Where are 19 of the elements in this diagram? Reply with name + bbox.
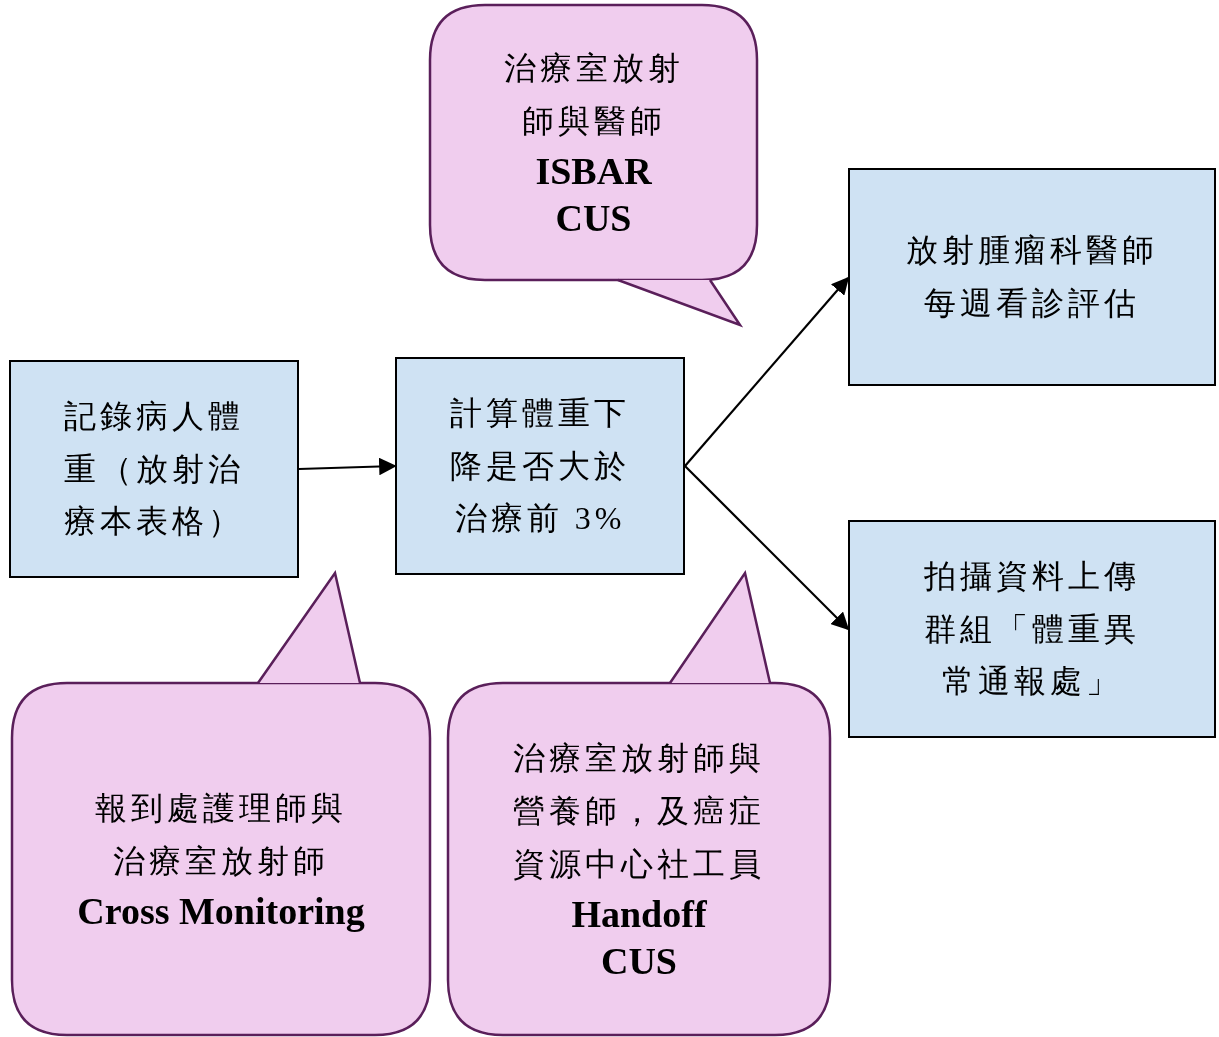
process-box	[9, 360, 299, 578]
bubble-text: 治療室放射師與醫師	[502, 49, 685, 141]
bubble-text: 治療室放射師與營養師，及癌症資源中心社工員	[512, 739, 766, 884]
box-text: 計算體重下降是否大於治療前 3%	[449, 393, 631, 539]
bubble-heading: ISBAR CUS	[534, 148, 653, 242]
arrow	[298, 457, 397, 476]
box-text: 記錄病人體重（放射治療本表格）	[63, 396, 245, 542]
process-box	[395, 357, 685, 575]
speech-bubble	[446, 570, 832, 1037]
bubble-heading: Cross Monitoring	[77, 889, 365, 935]
arrow	[684, 465, 850, 631]
speech-bubble	[10, 570, 432, 1037]
bubble-heading: Handoff CUS	[570, 891, 708, 985]
process-box	[848, 520, 1216, 738]
arrow	[684, 276, 850, 467]
box-text: 拍攝資料上傳群組「體重異常通報處」	[923, 556, 1141, 702]
process-box	[848, 168, 1216, 386]
box-text: 放射腫瘤科醫師每週看診評估	[905, 231, 1159, 323]
bubble-text: 報到處護理師與治療室放射師	[94, 789, 348, 882]
